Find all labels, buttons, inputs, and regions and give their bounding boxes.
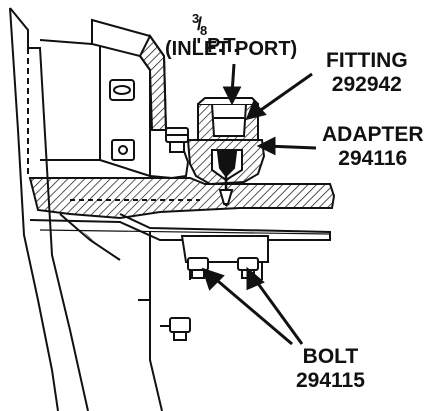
base-plate (28, 177, 336, 261)
fraction-denominator: 8 (200, 23, 208, 38)
inlet-fitting (197, 97, 259, 141)
fitting-label: FITTING 292942 (326, 50, 408, 95)
adapter-title: ADAPTER (322, 123, 424, 146)
bolt-label: BOLT 294115 (296, 346, 365, 391)
leader-arrows (201, 63, 317, 346)
inlet-port-label: (INLET PORT) (165, 38, 298, 60)
left-bracket-bolt (165, 127, 189, 153)
inlet-size-label: 3 / 8 " P.T. (192, 11, 239, 57)
fraction-numerator: 3 (192, 11, 200, 26)
fitting-title: FITTING (326, 49, 408, 72)
upper-bracket (39, 18, 190, 180)
inlet-size-fraction: 3 / 8 (192, 11, 208, 38)
bolt-title: BOLT (302, 345, 359, 368)
lower-housing (138, 232, 269, 411)
adapter-part-number: 294116 (338, 147, 408, 170)
adapter-body (186, 139, 266, 206)
fraction-slash: / (197, 14, 203, 34)
adapter-label: ADAPTER 294116 (322, 124, 424, 169)
bolt-part-number: 294115 (296, 369, 365, 392)
inlet-size-suffix: " P.T. (192, 35, 239, 57)
fitting-part-number: 292942 (331, 73, 402, 96)
housing-outline (9, 7, 89, 411)
